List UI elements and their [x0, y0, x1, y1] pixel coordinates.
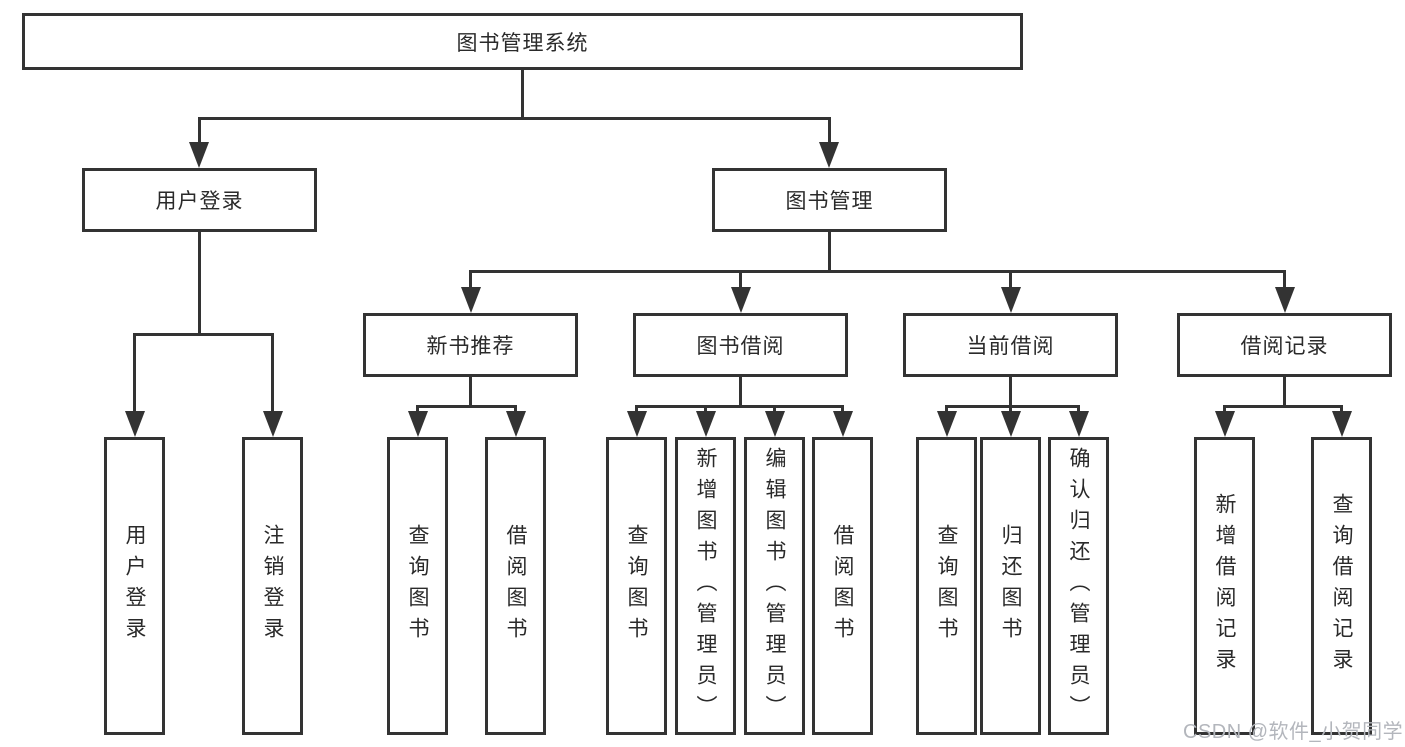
connector-line [271, 333, 274, 413]
leaf-query-books: 查询图书 [387, 437, 448, 735]
leaf-label: 查询图书 [406, 524, 429, 648]
node-new-book-recommend: 新书推荐 [363, 313, 578, 377]
connector-line [133, 333, 136, 413]
connector-line [1009, 270, 1012, 289]
arrow-down-icon [832, 411, 853, 437]
arrow-down-icon [1214, 411, 1235, 437]
node-label: 用户登录 [155, 190, 244, 213]
connector-line [945, 405, 1080, 408]
arrow-down-icon [1000, 287, 1021, 313]
arrow-down-icon [936, 411, 957, 437]
leaf-user-login: 用户登录 [104, 437, 165, 735]
arrow-down-icon [189, 142, 209, 168]
connector-line [1340, 405, 1343, 414]
arrow-down-icon [695, 411, 716, 437]
arrow-down-icon [505, 411, 526, 437]
leaf-label: 归还图书 [999, 524, 1022, 648]
connector-line [198, 117, 201, 147]
connector-line [635, 405, 638, 414]
leaf-label: 注销登录 [261, 524, 284, 648]
leaf-label: 新增图书（管理员） [694, 446, 717, 726]
leaf-label: 借阅图书 [504, 524, 527, 648]
connector-line [198, 117, 831, 120]
leaf-query-books: 查询图书 [916, 437, 977, 735]
node-book-management: 图书管理 [712, 168, 947, 232]
leaf-label: 用户登录 [123, 524, 146, 648]
arrow-down-icon [1274, 287, 1295, 313]
connector-line [1009, 377, 1012, 407]
connector-line [1009, 405, 1012, 414]
arrow-down-icon [407, 411, 428, 437]
arrow-down-icon [730, 287, 751, 313]
leaf-label: 借阅图书 [831, 524, 854, 648]
node-label: 图书管理 [785, 190, 874, 213]
connector-line [773, 405, 776, 414]
connector-line [828, 117, 831, 147]
leaf-label: 编辑图书（管理员） [763, 446, 786, 726]
connector-line [1077, 405, 1080, 414]
node-current-borrow: 当前借阅 [903, 313, 1118, 377]
arrow-down-icon [460, 287, 481, 313]
arrow-down-icon [1331, 411, 1352, 437]
leaf-borrow-books: 借阅图书 [812, 437, 873, 735]
arrow-down-icon [764, 411, 785, 437]
connector-line [635, 405, 844, 408]
leaf-add-books-admin: 新增图书（管理员） [675, 437, 736, 735]
connector-line [1223, 405, 1226, 414]
arrow-down-icon [626, 411, 647, 437]
node-label: 新书推荐 [426, 335, 515, 358]
leaf-edit-books-admin: 编辑图书（管理员） [744, 437, 805, 735]
connector-line [841, 405, 844, 414]
node-label: 图书管理系统 [456, 31, 589, 55]
connector-line [469, 377, 472, 407]
connector-line [469, 270, 472, 289]
connector-line [739, 270, 742, 289]
connector-line [416, 405, 517, 408]
node-label: 图书借阅 [696, 335, 785, 358]
connector-line [1223, 405, 1343, 408]
connector-line [739, 377, 742, 407]
connector-line [133, 333, 274, 336]
connector-line [198, 232, 201, 336]
leaf-query-borrow-record: 查询借阅记录 [1311, 437, 1372, 735]
leaf-label: 查询图书 [625, 524, 648, 648]
leaf-label: 查询图书 [935, 524, 958, 648]
node-book-borrow: 图书借阅 [633, 313, 848, 377]
leaf-logout: 注销登录 [242, 437, 303, 735]
connector-line [828, 232, 831, 273]
csdn-watermark: CSDN @软件_小贺同学 [1183, 721, 1404, 743]
leaf-query-books: 查询图书 [606, 437, 667, 735]
leaf-label: 新增借阅记录 [1213, 493, 1236, 679]
arrow-down-icon [124, 411, 145, 437]
connector-line [945, 405, 948, 414]
leaf-return-books: 归还图书 [980, 437, 1041, 735]
connector-line [704, 405, 707, 414]
connector-line [469, 270, 1286, 273]
connector-line [521, 70, 524, 119]
connector-line [416, 405, 419, 414]
arrow-down-icon [1000, 411, 1021, 437]
node-label: 借阅记录 [1240, 335, 1329, 358]
connector-line [1283, 270, 1286, 289]
arrow-down-icon [1068, 411, 1089, 437]
leaf-label: 确认归还（管理员） [1067, 446, 1090, 726]
node-borrow-records: 借阅记录 [1177, 313, 1392, 377]
leaf-label: 查询借阅记录 [1330, 493, 1353, 679]
arrow-down-icon [819, 142, 839, 168]
arrow-down-icon [262, 411, 283, 437]
node-book-management-system: 图书管理系统 [22, 13, 1023, 70]
node-label: 当前借阅 [966, 335, 1055, 358]
leaf-borrow-books: 借阅图书 [485, 437, 546, 735]
node-user-login: 用户登录 [82, 168, 317, 232]
leaf-add-borrow-record: 新增借阅记录 [1194, 437, 1255, 735]
connector-line [1283, 377, 1286, 407]
leaf-confirm-return-admin: 确认归还（管理员） [1048, 437, 1109, 735]
connector-line [514, 405, 517, 414]
